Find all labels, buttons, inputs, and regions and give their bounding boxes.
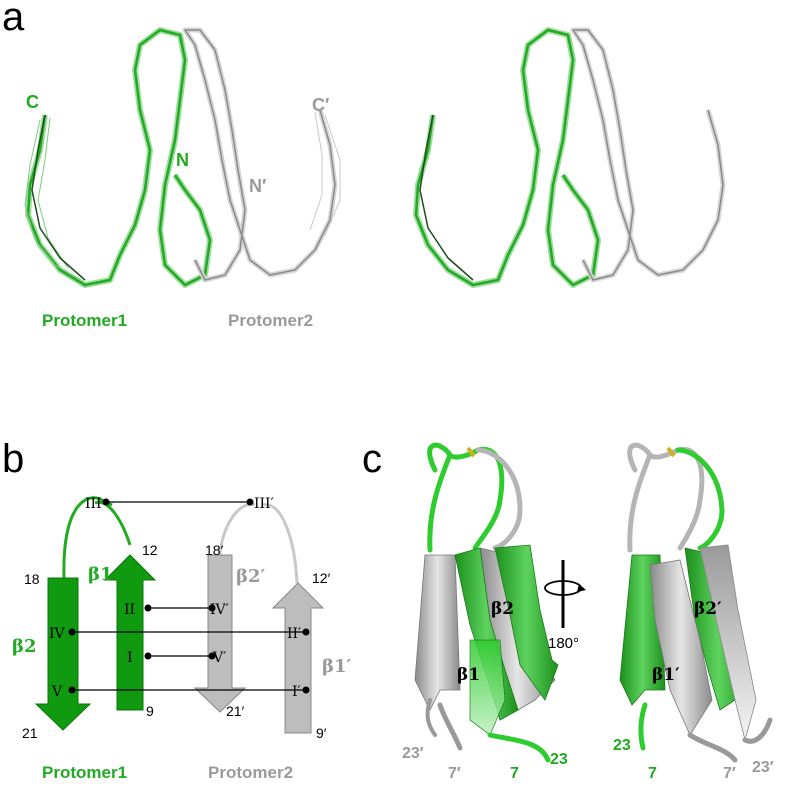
protomer2-label-a: Protomer2: [228, 311, 313, 330]
strand-beta2-left: [494, 544, 559, 701]
panel-c: c β1 β2 23′ 7′ 7 23 180: [362, 437, 774, 782]
cartoon-label-beta1: β1: [457, 665, 480, 685]
strand-beta2-prime-right: [699, 544, 757, 742]
panel-a: a C N C′ N′ Protomer1 Protomer2: [2, 0, 726, 330]
protomer2-label-b: Protomer2: [208, 763, 293, 782]
loop-protomer1-b: [94, 500, 132, 546]
cartoon-right-res-7p: 7′: [723, 765, 736, 782]
dot-IIp: [302, 628, 310, 636]
residue-21p: 21′: [226, 703, 245, 719]
protomer1-backbone-ensemble-stereo: [413, 27, 601, 288]
cartoon-right: β2′ β1′ 23 7 7′ 23′: [613, 442, 774, 782]
label-n-prime-terminus: N′: [249, 176, 266, 196]
contact-dots: [68, 498, 310, 694]
contact-label-I: I: [127, 650, 133, 666]
dot-IIIp: [246, 498, 254, 506]
contact-label-IIIp: III′: [254, 496, 274, 512]
dot-I: [144, 652, 152, 660]
panel-b: b III: [2, 437, 351, 782]
protomer2-backbone-ensemble: [182, 27, 341, 283]
strand-label-beta1-prime: β1′: [322, 656, 351, 677]
loop-green-left: [427, 442, 505, 551]
protomer1-backbone-ensemble: [24, 27, 213, 288]
stereo-right: [413, 27, 726, 288]
loop-protomer2: [218, 502, 256, 556]
dot-III: [102, 498, 110, 506]
strand-label-beta1: β1: [88, 564, 112, 585]
loop-grey-left: [475, 447, 523, 551]
rotation-180-icon: [544, 560, 586, 628]
contact-label-Ip: I′: [292, 684, 301, 700]
contact-lines: [72, 501, 306, 691]
strand-beta1-prime: [271, 582, 325, 734]
tail-grey-left: [437, 702, 463, 751]
disulfide-right: [666, 446, 676, 458]
loop-green-right: [675, 447, 725, 551]
label-c-prime-terminus: C′: [312, 95, 329, 115]
disulfide-left: [466, 446, 476, 458]
cartoon-right-res-23p: 23′: [752, 759, 774, 776]
dot-Vp: [208, 652, 216, 660]
dot-V: [68, 686, 76, 694]
residue-12p: 12′: [312, 570, 331, 586]
cartoon-label-beta1-prime: β1′: [652, 665, 680, 685]
cartoon-left-res-7: 7: [510, 765, 519, 782]
dot-Ip: [302, 686, 310, 694]
cartoon-right-res-23: 23: [613, 737, 631, 754]
residue-12: 12: [142, 542, 158, 558]
contact-label-Vp: V′: [212, 650, 226, 666]
strand-green-front-left: [469, 639, 506, 736]
tail-grey-right: [687, 732, 738, 763]
loop-grey-right-2: [627, 452, 653, 553]
strand-beta2: [34, 577, 92, 731]
panel-letter-c: c: [362, 437, 382, 481]
cartoon-left-res-23p: 23′: [402, 745, 424, 762]
cartoon-label-beta2-prime: β2′: [694, 599, 722, 619]
loop-green-left-2: [427, 452, 453, 553]
panel-letter-a: a: [2, 0, 25, 39]
loop-grey-right: [627, 442, 705, 551]
residue-9: 9: [146, 703, 154, 719]
cartoon-left-res-7p: 7′: [448, 765, 461, 782]
cartoon-label-beta2: β2: [491, 599, 514, 619]
dot-IV: [68, 628, 76, 636]
protomer1-label-a: Protomer1: [42, 311, 127, 330]
strand-label-beta2: β2: [12, 636, 36, 657]
residue-18: 18: [24, 571, 40, 587]
tail-grey-right-2: [742, 717, 773, 744]
strand-beta2-prime: [193, 554, 247, 713]
dot-IVp: [208, 604, 216, 612]
rotation-label: 180°: [548, 635, 579, 652]
contact-label-IVp: IV′: [210, 602, 229, 618]
residue-9p: 9′: [316, 725, 327, 741]
strand-label-beta2-prime: β2′: [236, 566, 265, 587]
label-n-terminus: N: [176, 150, 189, 170]
tail-green-left: [487, 732, 551, 763]
cartoon-right-res-7: 7: [648, 765, 657, 782]
protomer1-label-b: Protomer1: [42, 763, 127, 782]
strand-grey-left: [414, 554, 461, 711]
residue-18p: 18′: [205, 542, 224, 558]
contact-label-V: V: [51, 684, 63, 700]
panel-letter-b: b: [2, 437, 24, 481]
tail-grey-left-2: [425, 698, 437, 737]
strand-beta1-prime-right: [649, 559, 713, 736]
cartoon-left: β1 β2 23′ 7′ 7 23: [402, 442, 568, 782]
label-c-terminus: C: [26, 92, 39, 112]
loop-protomer2-b: [261, 503, 299, 584]
stereo-left: C N C′ N′ Protomer1 Protomer2: [24, 27, 341, 330]
contact-label-IV: IV: [49, 626, 66, 642]
contact-label-II: II: [124, 602, 135, 618]
tail-green-right: [638, 702, 648, 751]
dot-II: [144, 604, 152, 612]
protomer2-backbone-ensemble-stereo: [570, 27, 726, 283]
contact-label-III: III: [85, 496, 102, 512]
cartoon-left-res-23: 23: [550, 751, 568, 768]
contact-label-IIp: II′: [287, 626, 301, 642]
residue-21: 21: [22, 725, 38, 741]
